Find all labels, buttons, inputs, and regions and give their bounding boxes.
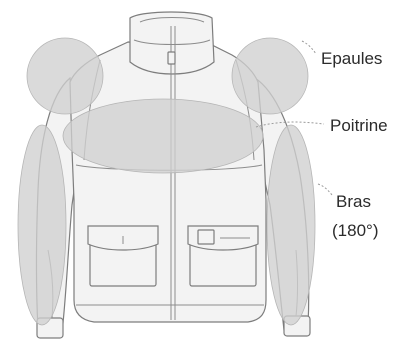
- right-pocket: [188, 226, 258, 286]
- right-shoulder-zone: [232, 38, 308, 114]
- shoulders-leader: [302, 41, 316, 54]
- shoulders-label: Epaules: [321, 49, 382, 68]
- right-arm-zone: [267, 125, 315, 325]
- arms-label: Bras: [336, 192, 371, 211]
- zipper-pull: [168, 52, 175, 64]
- left-pocket: [88, 226, 158, 286]
- chest-label: Poitrine: [330, 116, 388, 135]
- zone-labels: Epaules Poitrine Bras (180°): [321, 49, 388, 240]
- arms-angle-label: (180°): [332, 221, 378, 240]
- arms-leader: [318, 184, 332, 195]
- chest-zone: [63, 99, 263, 173]
- pocket-badge: [198, 230, 214, 244]
- left-arm-zone: [18, 125, 66, 325]
- left-shoulder-zone: [27, 38, 103, 114]
